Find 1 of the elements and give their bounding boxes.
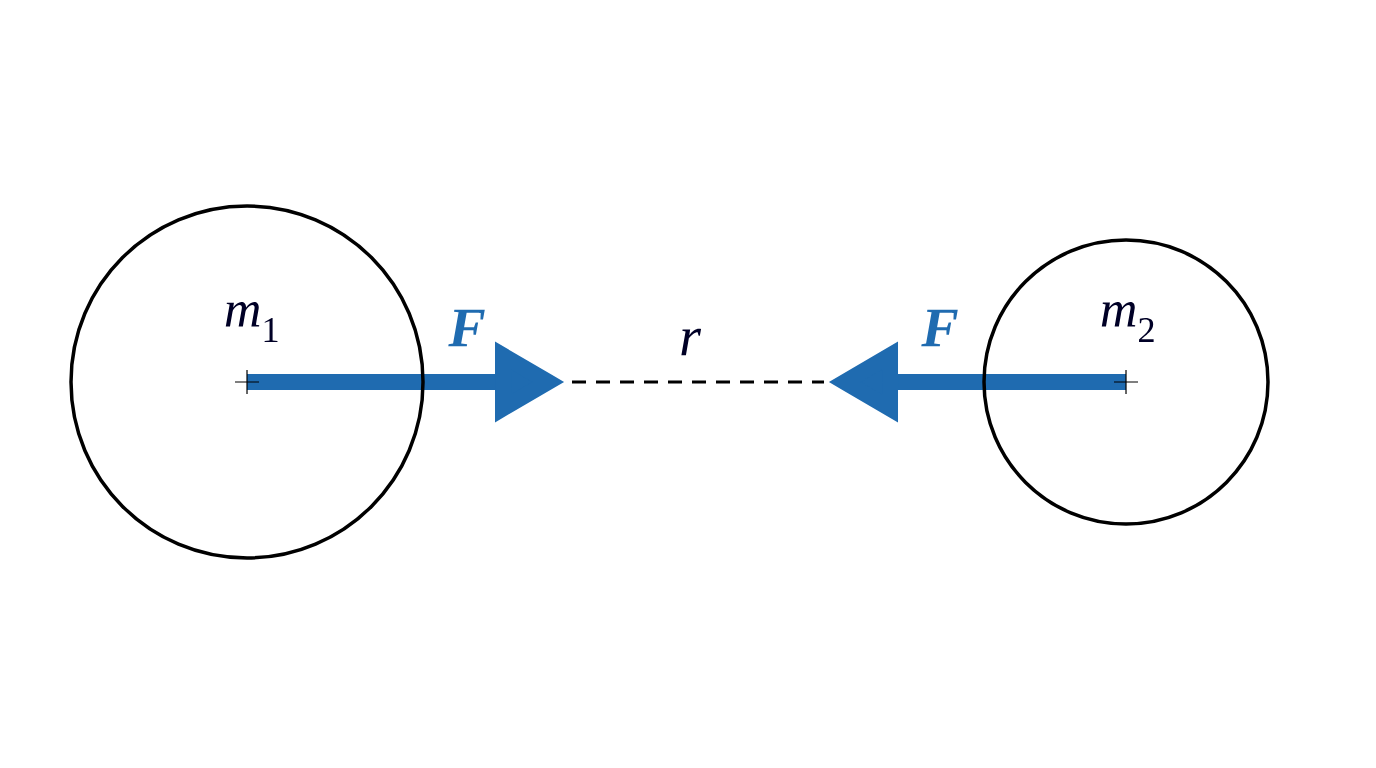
distance-label: r bbox=[681, 328, 702, 356]
